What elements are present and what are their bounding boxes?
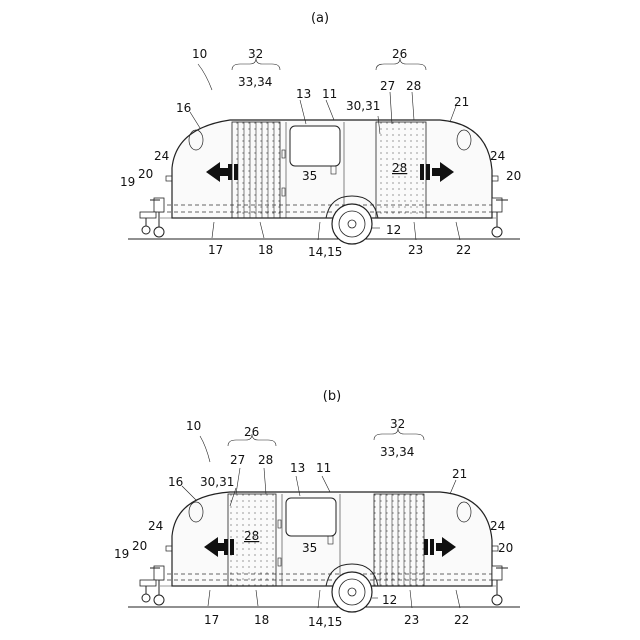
label-16: 16 (176, 101, 191, 115)
caster-left (140, 198, 164, 237)
leader-10 (198, 64, 212, 90)
leader-28 (412, 92, 414, 120)
shutter-corrugated (374, 494, 424, 586)
figure-a-caption: (a) (311, 11, 329, 26)
label-10: 10 (186, 419, 201, 433)
label-13: 13 (290, 461, 305, 475)
marker-light-left-icon (166, 546, 172, 551)
label-24-right: 24 (490, 519, 505, 533)
label-28-panel: 28 (392, 161, 407, 175)
label-24-left: 24 (154, 149, 169, 163)
label-16: 16 (168, 475, 183, 489)
label-27: 27 (380, 79, 395, 93)
figure-b-caption: (b) (323, 389, 341, 404)
label-35: 35 (302, 541, 317, 555)
label-26: 26 (392, 47, 407, 61)
door-window (286, 498, 336, 536)
label-1415: 14,15 (308, 615, 342, 629)
label-19: 19 (114, 547, 129, 561)
wheel (332, 572, 372, 612)
label-12: 12 (386, 223, 401, 237)
leader-28 (264, 468, 266, 494)
leader-16 (182, 486, 196, 500)
label-32: 32 (248, 47, 263, 61)
leader-18 (256, 590, 258, 606)
label-24-right: 24 (490, 149, 505, 163)
label-22: 22 (456, 243, 471, 257)
wheel (332, 204, 372, 244)
label-19: 19 (120, 175, 135, 189)
label-27: 27 (230, 453, 245, 467)
label-3334: 33,34 (380, 445, 414, 459)
label-3031: 30,31 (200, 475, 234, 489)
label-28: 28 (258, 453, 273, 467)
leader-18 (260, 222, 264, 238)
label-1415: 14,15 (308, 245, 342, 259)
door-window (290, 126, 340, 166)
label-20-right: 20 (506, 169, 521, 183)
label-18: 18 (258, 243, 273, 257)
label-21: 21 (452, 467, 467, 481)
leader-1415 (318, 590, 320, 608)
leader-23 (410, 590, 412, 608)
shutter-corrugated (232, 122, 280, 218)
caster-right (492, 198, 508, 237)
figure-b: (b) (114, 389, 520, 629)
leader-11 (322, 476, 330, 492)
leader-27 (390, 92, 392, 124)
label-21: 21 (454, 95, 469, 109)
leader-22 (456, 222, 460, 240)
label-20-left: 20 (132, 539, 147, 553)
leader-17 (212, 222, 214, 238)
label-32: 32 (390, 417, 405, 431)
label-17: 17 (208, 243, 223, 257)
leader-10 (200, 436, 210, 462)
label-20-right: 20 (498, 541, 513, 555)
label-28-panel: 28 (244, 529, 259, 543)
label-23: 23 (408, 243, 423, 257)
label-23: 23 (404, 613, 419, 627)
label-22: 22 (454, 613, 469, 627)
label-28: 28 (406, 79, 421, 93)
label-35: 35 (302, 169, 317, 183)
leader-23 (414, 222, 416, 240)
label-24-left: 24 (148, 519, 163, 533)
label-13: 13 (296, 87, 311, 101)
label-11: 11 (316, 461, 331, 475)
label-26: 26 (244, 425, 259, 439)
label-20-left: 20 (138, 167, 153, 181)
leader-21 (450, 480, 456, 494)
caster-right (492, 566, 508, 605)
leader-11 (326, 100, 334, 120)
leader-17 (208, 590, 210, 606)
label-10: 10 (192, 47, 207, 61)
leader-1415 (318, 222, 320, 240)
label-12: 12 (382, 593, 397, 607)
caster-left (140, 566, 164, 605)
marker-light-left-icon (166, 176, 172, 181)
leader-27 (236, 468, 240, 494)
leader-16 (190, 112, 200, 128)
label-11: 11 (322, 87, 337, 101)
label-17: 17 (204, 613, 219, 627)
marker-light-right-icon (492, 176, 498, 181)
leader-22 (456, 590, 460, 608)
figure-a: (a) (120, 11, 521, 259)
label-18: 18 (254, 613, 269, 627)
label-3031: 30,31 (346, 99, 380, 113)
label-3334: 33,34 (238, 75, 272, 89)
